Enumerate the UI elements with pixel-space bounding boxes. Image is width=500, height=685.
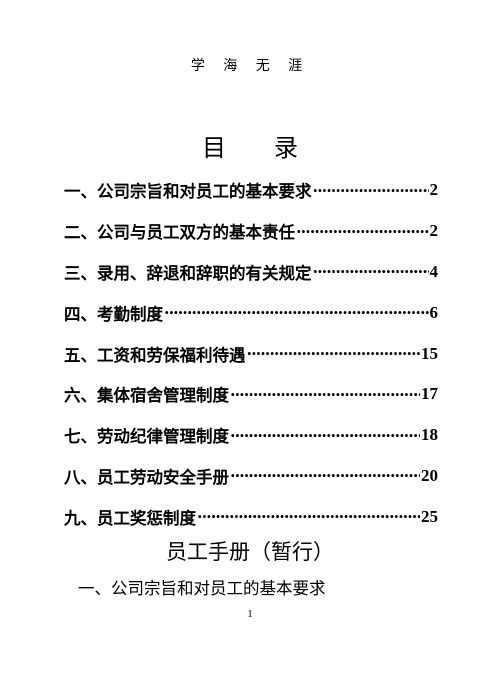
toc-entry-page: 17 [421, 384, 438, 404]
toc-leader-dots [230, 426, 420, 445]
toc-entry[interactable]: 九、员工奖惩制度 25 [64, 496, 438, 537]
toc-entry-label: 八、员工劳动安全手册 [64, 467, 229, 487]
toc-entry-page: 2 [429, 221, 439, 241]
toc-leader-dots [164, 303, 429, 322]
toc-entry-label: 二、公司与员工双方的基本责任 [64, 223, 295, 243]
toc-entry-label: 九、员工奖惩制度 [64, 508, 196, 528]
toc-entry[interactable]: 四、考勤制度 6 [64, 292, 438, 333]
toc-entry-page: 25 [421, 506, 438, 526]
toc-title-right: 录 [274, 134, 298, 162]
toc-title-left: 目 [202, 134, 226, 162]
toc-entry-label: 五、工资和劳保福利待遇 [64, 345, 246, 365]
toc-entry-page: 15 [421, 343, 438, 363]
section-heading: 一、公司宗旨和对员工的基本要求 [78, 579, 326, 598]
toc-leader-dots [197, 507, 420, 526]
toc-entry-page: 6 [429, 302, 439, 322]
toc-entry[interactable]: 八、员工劳动安全手册 20 [64, 456, 438, 497]
toc-title: 目录 [0, 128, 500, 163]
toc-entry[interactable]: 六、集体宿舍管理制度 17 [64, 374, 438, 415]
toc-leader-dots [230, 385, 420, 404]
toc-entry[interactable]: 一、公司宗旨和对员工的基本要求 2 [64, 170, 438, 211]
toc-leader-dots [313, 181, 429, 200]
toc-entry-page: 20 [421, 465, 438, 485]
toc-leader-dots [296, 222, 429, 241]
toc-entry-label: 七、劳动纪律管理制度 [64, 427, 229, 447]
toc-entry-page: 4 [429, 261, 439, 281]
page-number: 1 [247, 608, 253, 620]
toc-entry[interactable]: 二、公司与员工双方的基本责任 2 [64, 211, 438, 252]
toc-entry-label: 四、考勤制度 [64, 304, 163, 324]
toc-entry[interactable]: 七、劳动纪律管理制度 18 [64, 415, 438, 456]
toc-entry-label: 一、公司宗旨和对员工的基本要求 [64, 182, 312, 202]
toc-leader-dots [247, 344, 421, 363]
page-header: 学 海 无 涯 [190, 58, 310, 74]
toc-entry-label: 三、录用、辞退和辞职的有关规定 [64, 263, 312, 283]
toc-leader-dots [230, 466, 420, 485]
toc-entry-label: 六、集体宿舍管理制度 [64, 386, 229, 406]
toc-entry[interactable]: 三、录用、辞退和辞职的有关规定 4 [64, 252, 438, 293]
toc-entry-page: 18 [421, 425, 438, 445]
toc-entry-page: 2 [429, 180, 439, 200]
table-of-contents: 一、公司宗旨和对员工的基本要求 2 二、公司与员工双方的基本责任 2 三、录用、… [64, 170, 438, 537]
toc-entry[interactable]: 五、工资和劳保福利待遇 15 [64, 333, 438, 374]
toc-leader-dots [313, 262, 429, 281]
document-title: 员工手册（暂行） [166, 540, 334, 564]
